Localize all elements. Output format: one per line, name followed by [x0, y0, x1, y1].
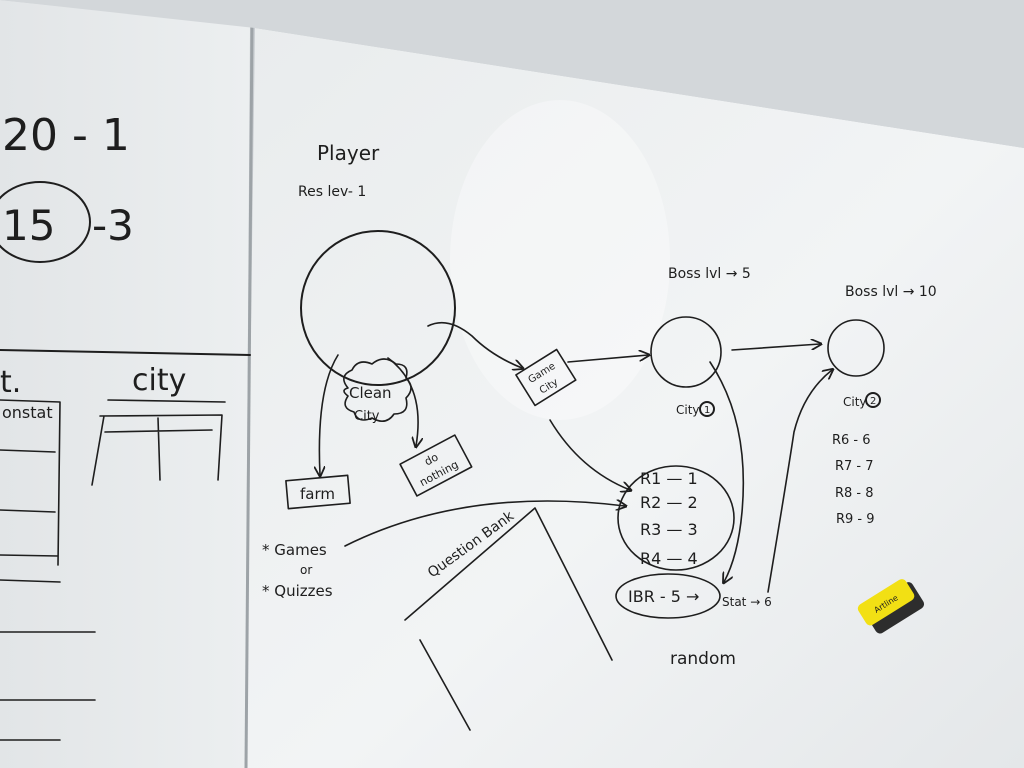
farm-label: farm	[300, 485, 335, 503]
whiteboard-left	[0, 0, 250, 768]
rounds-cluster-circle	[617, 465, 735, 571]
round-right-item: R7 - 7	[835, 459, 874, 474]
ibr-oval	[615, 573, 721, 619]
games-label: * Games	[262, 541, 327, 559]
round-right-item: R9 - 9	[836, 512, 875, 527]
boss1-city-num: 1	[704, 405, 710, 416]
stat-text: Stat → 6	[722, 595, 772, 609]
do-nothing-box	[399, 434, 473, 497]
arrow-to-farm	[319, 354, 339, 475]
clean-city-cloud	[343, 358, 412, 422]
random-label: random	[670, 649, 736, 669]
quizzes-label: * Quizzes	[262, 582, 333, 600]
question-bank-outline	[404, 507, 613, 731]
boss1-city-label: City	[676, 403, 700, 417]
left-divider	[0, 349, 251, 356]
game-city-box	[515, 348, 577, 407]
clean-city-line1: Clean	[349, 384, 392, 402]
left-city-table	[91, 399, 226, 486]
player-title: Player	[317, 141, 380, 165]
board-seam	[244, 25, 254, 768]
boss2-city-num: 2	[870, 396, 876, 407]
arrow-to-do-nothing	[387, 357, 418, 446]
left-top-line-2-suffix: -3	[92, 201, 134, 250]
arrow-stat-to-boss2	[767, 370, 832, 593]
round-left-item: R2 — 2	[640, 493, 698, 512]
left-city-label: city	[132, 363, 186, 398]
arrow-gamecity-to-boss1	[567, 355, 648, 363]
rounds-left-list: R1 — 1 R2 — 2 R3 — 3 R4 — 4	[640, 469, 698, 568]
round-left-item: R3 — 3	[640, 520, 698, 539]
boss2-city-badge	[865, 392, 881, 408]
player-circle	[300, 230, 456, 386]
ibr-text: IBR - 5 →	[628, 587, 699, 606]
rounds-right-list: R6 - 6 R7 - 7 R8 - 8 R9 - 9	[832, 433, 875, 527]
round-left-item: R1 — 1	[640, 469, 698, 488]
left-table-header: onstat	[2, 403, 53, 422]
boss2-label: Boss lvl → 10	[845, 284, 937, 300]
eraser-top	[857, 579, 915, 626]
left-top-line-2: 15	[2, 201, 55, 250]
boss1-city-badge	[699, 401, 715, 417]
board-top-edge	[0, 0, 1024, 148]
farm-box	[285, 474, 351, 510]
or-label: or	[300, 563, 312, 577]
res-level-text: Res lev- 1	[298, 184, 366, 200]
arrow-games-to-rounds	[344, 501, 625, 547]
do-nothing-line1: do	[422, 450, 440, 468]
arrow-boss1-to-boss2	[731, 344, 820, 351]
left-top-line-1: 20 - 1	[2, 110, 130, 161]
left-table-lines	[0, 579, 96, 741]
left-table-box	[0, 399, 61, 566]
round-left-item: R4 — 4	[640, 549, 698, 568]
whiteboard-main	[245, 28, 1024, 768]
boss2-circle	[827, 319, 885, 377]
round-right-item: R6 - 6	[832, 433, 871, 448]
boss1-label: Boss lvl → 5	[668, 266, 751, 282]
round-right-item: R8 - 8	[835, 486, 874, 501]
arrow-boss1-to-ibr	[709, 361, 745, 582]
arrow-player-to-gamecity	[427, 321, 522, 368]
boss1-circle	[650, 316, 722, 388]
left-panel-notes: 20 - 1 15 -3 t. onstat city	[0, 110, 251, 741]
whiteboard-eraser: Artline	[857, 579, 925, 634]
boss2-city-label: City	[843, 395, 867, 409]
circled-value	[0, 181, 91, 263]
clean-city-line2: City	[354, 409, 380, 424]
light-glare	[450, 100, 670, 420]
arrow-to-rounds	[549, 419, 630, 490]
left-table-label: t.	[0, 365, 21, 400]
